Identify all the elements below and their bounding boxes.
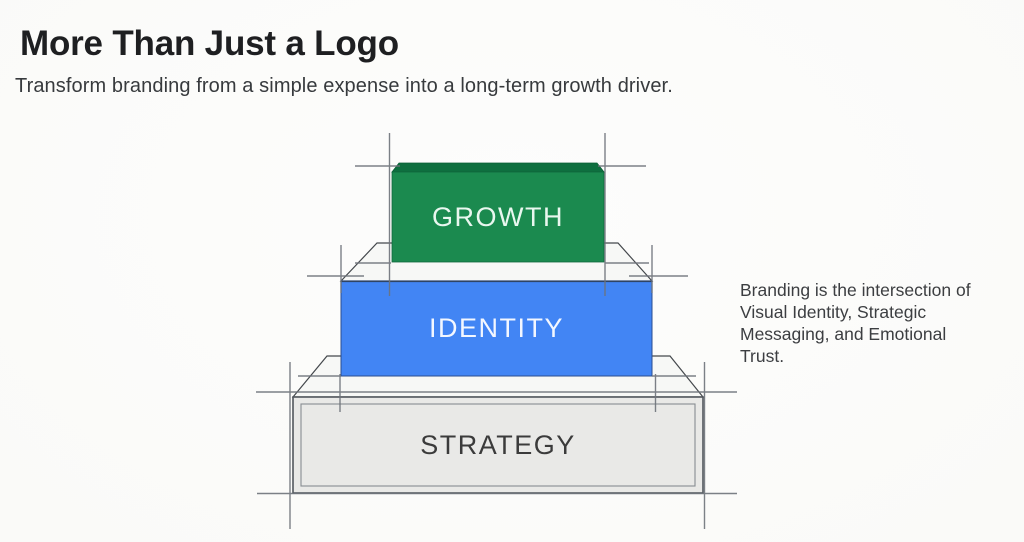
construction-lines [256, 133, 737, 529]
strategy-tier-shape [292, 396, 704, 494]
annotation-text: Branding is the intersection of Visual I… [740, 280, 971, 366]
identity-tier-shape [340, 280, 653, 377]
strategy-tier-inner-border [300, 403, 696, 487]
slide-title: More Than Just a Logo [20, 24, 399, 63]
growth-tier-shape [391, 171, 605, 263]
slide-subtitle: Transform branding from a simple expense… [15, 75, 673, 97]
growth-tier-top-face [391, 162, 605, 173]
